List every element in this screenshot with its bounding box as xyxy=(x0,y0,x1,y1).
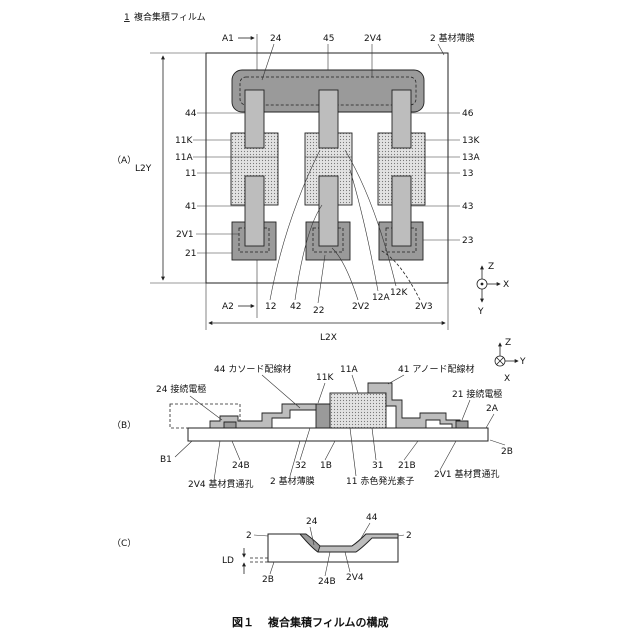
wiring-41 xyxy=(245,176,264,246)
svg-text:Y: Y xyxy=(519,357,526,367)
label-44: 44 xyxy=(185,109,197,119)
b-label-2a: 2A xyxy=(486,404,499,414)
b-label-21: 21 接続電極 xyxy=(452,388,502,400)
b-led-11 xyxy=(330,393,386,428)
caption-text: 複合集積フィルムの構成 xyxy=(267,615,389,629)
dim-l2y: L2Y xyxy=(135,164,152,174)
label-2v2: 2V2 xyxy=(352,302,370,312)
label-21: 21 xyxy=(185,249,196,259)
label-41: 41 xyxy=(185,202,196,212)
b-label-32: 32 xyxy=(295,461,306,471)
label-11k: 11K xyxy=(175,136,193,146)
label-2v4-top: 2V4 xyxy=(364,34,382,44)
b-label-2b: 2B xyxy=(501,447,513,457)
label-12k: 12K xyxy=(390,288,408,298)
wiring-44 xyxy=(245,90,264,148)
c-label-24: 24 xyxy=(306,517,318,527)
wiring-46 xyxy=(392,90,411,148)
label-13k: 13K xyxy=(462,136,480,146)
label-a1: A1 xyxy=(222,34,234,44)
panel-b: （B） 44 カソード配線材 11K 11A 41 アノード配線材 24 接続電… xyxy=(112,338,526,490)
svg-text:Z: Z xyxy=(488,262,494,272)
svg-text:Y: Y xyxy=(477,307,484,317)
b-label-led: 11 赤色発光素子 xyxy=(346,475,414,487)
c-label-2-right: 2 xyxy=(406,531,412,541)
label-22: 22 xyxy=(313,306,324,316)
label-2v3: 2V3 xyxy=(415,302,433,312)
label-43: 43 xyxy=(462,202,473,212)
label-2v1: 2V1 xyxy=(176,230,194,240)
label-11: 11 xyxy=(185,169,196,179)
wiring-43 xyxy=(392,176,411,246)
b-label-film: 2 基材薄膜 xyxy=(270,475,315,487)
panel-a-tag: （A） xyxy=(112,155,136,166)
b-label-11k: 11K xyxy=(316,373,334,383)
svg-text:Z: Z xyxy=(505,338,511,348)
wiring-42 xyxy=(319,176,338,246)
label-a2: A2 xyxy=(222,302,234,312)
label-42: 42 xyxy=(290,302,301,312)
dim-l2x: L2X xyxy=(320,333,337,343)
c-label-24b: 24B xyxy=(318,577,336,587)
label-13a: 13A xyxy=(462,153,480,163)
b-label-24b: 24B xyxy=(232,461,250,471)
b-label-2v4: 2V4 基材貫通孔 xyxy=(188,478,253,490)
b-label-1b: 1B xyxy=(320,461,332,471)
label-12: 12 xyxy=(265,302,276,312)
c-label-44: 44 xyxy=(366,513,378,523)
wiring-45-stem xyxy=(319,90,338,148)
label-film-top: 2 基材薄膜 xyxy=(430,32,475,44)
svg-text:X: X xyxy=(504,374,510,384)
header-name: 複合集積フィルム xyxy=(134,11,206,23)
panel-b-tag: （B） xyxy=(112,420,136,431)
label-46: 46 xyxy=(462,109,474,119)
label-45: 45 xyxy=(323,34,334,44)
label-23: 23 xyxy=(462,236,473,246)
b-label-b1: B1 xyxy=(160,455,172,465)
b-label-anode: 41 アノード配線材 xyxy=(398,363,475,375)
c-label-ld: LD xyxy=(222,556,234,566)
b-label-31: 31 xyxy=(372,461,383,471)
c-label-2-left: 2 xyxy=(246,531,252,541)
header-number: 1 xyxy=(124,13,130,23)
c-label-2v4: 2V4 xyxy=(346,573,364,583)
b-label-11a: 11A xyxy=(340,365,358,375)
b-label-2v1: 2V1 基材貫通孔 xyxy=(434,468,499,480)
b-label-cathode: 44 カソード配線材 xyxy=(214,363,291,375)
label-11a: 11A xyxy=(175,153,193,163)
label-12a: 12A xyxy=(372,293,390,303)
caption-fig: 図１ xyxy=(232,615,254,629)
label-24-top: 24 xyxy=(270,34,282,44)
svg-text:X: X xyxy=(503,280,509,290)
figure-caption: 図１ 複合集積フィルムの構成 xyxy=(232,615,389,629)
axes-a: Z X Y xyxy=(477,262,509,317)
c-label-2b: 2B xyxy=(262,575,274,585)
b-base-film xyxy=(188,428,488,441)
figure-header: 1 複合集積フィルム xyxy=(124,11,206,23)
panel-c-tag: （C） xyxy=(112,538,136,549)
axes-b: Z Y X xyxy=(495,338,526,384)
panel-c: （C） 24 44 2 2 LD 2B 24B 2V4 xyxy=(112,513,412,587)
b-label-21b: 21B xyxy=(398,461,416,471)
label-13: 13 xyxy=(462,169,473,179)
panel-a: （A） A1 24 45 2V4 xyxy=(112,32,509,343)
b-label-24: 24 接続電極 xyxy=(156,383,206,395)
